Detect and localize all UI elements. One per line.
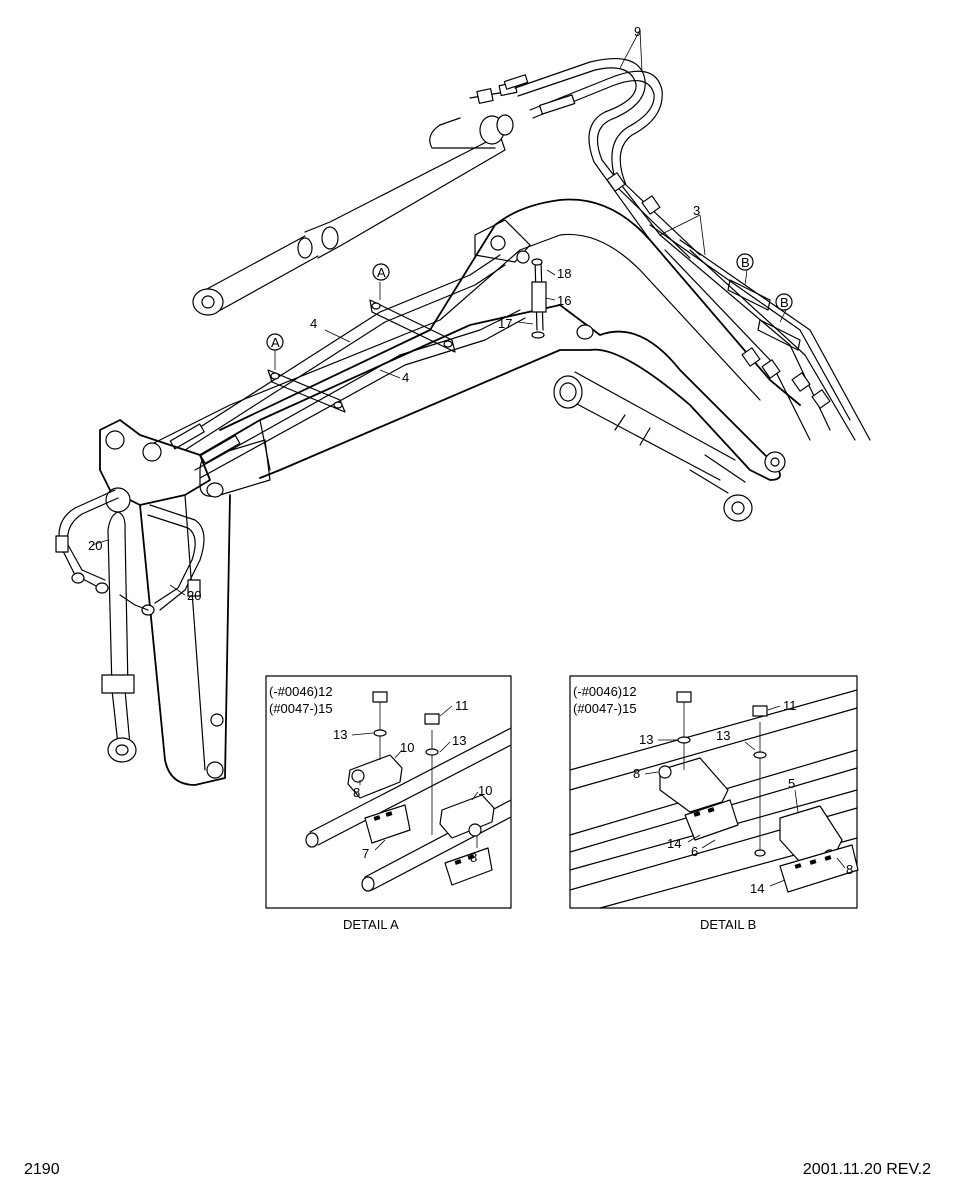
callout-20-left: 20: [88, 538, 102, 553]
callout-4-upper: 4: [310, 316, 317, 331]
page-number: 2190: [24, 1161, 60, 1178]
detail-a-label-10a: 10: [400, 740, 414, 755]
callout-18: 18: [557, 266, 571, 281]
detail-b-label-13b: 13: [716, 728, 730, 743]
detail-a-caption: DETAIL A: [343, 917, 399, 932]
detail-a-label-13a: 13: [333, 727, 347, 742]
callout-17: 17: [498, 316, 512, 331]
detail-a-label-8a: 8: [353, 785, 360, 800]
main-assembly: 9 3 B B A A 18 16 17 4 4 20 20: [55, 24, 871, 786]
detail-b-label-6: 6: [691, 844, 698, 859]
callout-b-upper: B: [741, 255, 750, 270]
detail-b-label-14b: 14: [750, 881, 764, 896]
revision-stamp: 2001.11.20 REV.2: [803, 1161, 931, 1178]
callout-a-upper: A: [377, 265, 386, 280]
callout-20-right: 20: [187, 588, 201, 603]
hoses-20: [55, 489, 205, 616]
detail-b-caption: DETAIL B: [700, 917, 756, 932]
swing-cylinder: [101, 511, 137, 763]
detail-b: (-#0046)12 (#0047-)15 11 13 13 8 8 5 14 …: [569, 675, 859, 932]
callout-4-lower: 4: [402, 370, 409, 385]
arm-cylinder: [192, 81, 518, 316]
callout-b-lower: B: [780, 295, 789, 310]
detail-b-label-15: (#0047-)15: [573, 701, 637, 716]
detail-b-label-11: 11: [783, 698, 797, 713]
hoses-9: [503, 29, 701, 259]
detail-a-label-8b: 8: [470, 850, 477, 865]
callout-16: 16: [557, 293, 571, 308]
callout-a-lower: A: [271, 335, 280, 350]
pipes-4: [169, 254, 526, 479]
detail-b-label-12: (-#0046)12: [573, 684, 637, 699]
detail-a-label-10b: 10: [478, 783, 492, 798]
detail-b-label-13a: 13: [639, 732, 653, 747]
detail-b-label-14a: 14: [667, 836, 681, 851]
boom-cylinder: [553, 371, 753, 522]
detail-a-label-7: 7: [362, 846, 369, 861]
boom: [149, 198, 801, 498]
detail-a-label-13b: 13: [452, 733, 466, 748]
detail-a: (-#0046)12 (#0047-)15 11 13 13 10 10 8 8…: [265, 675, 512, 932]
detail-b-label-8b: 8: [846, 862, 853, 877]
detail-a-label-11: 11: [455, 698, 469, 713]
callout-9: 9: [634, 24, 641, 39]
detail-b-label-5: 5: [788, 776, 795, 791]
detail-b-label-8a: 8: [633, 766, 640, 781]
swing-post: [99, 419, 231, 786]
detail-a-label-15: (#0047-)15: [269, 701, 333, 716]
hose-16: [517, 258, 556, 339]
callout-3: 3: [693, 203, 700, 218]
detail-a-label-12: (-#0046)12: [269, 684, 333, 699]
hoses-3: [649, 214, 871, 441]
